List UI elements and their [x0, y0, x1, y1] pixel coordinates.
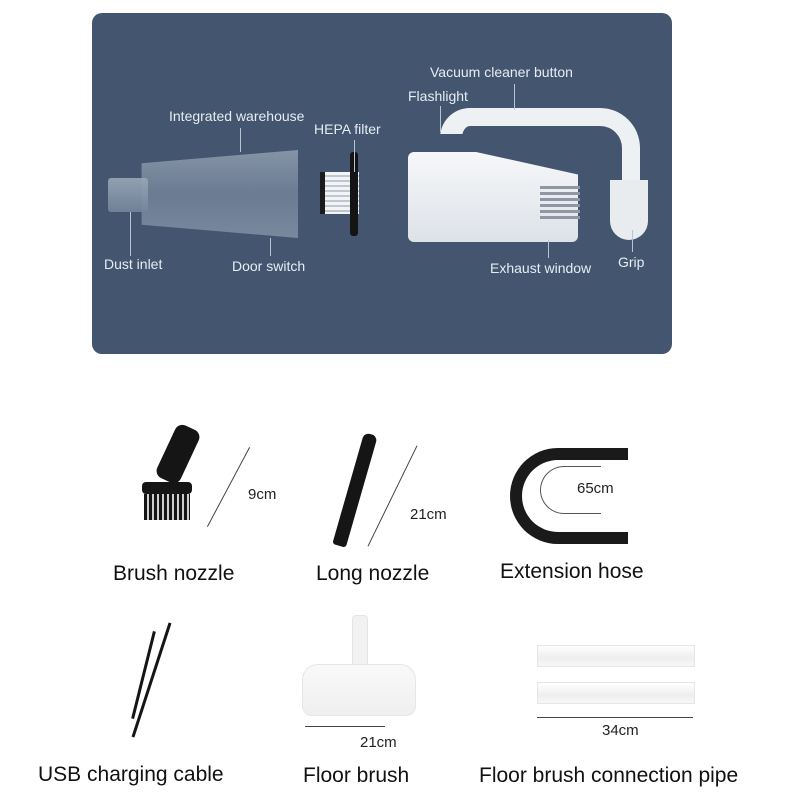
dimension-line: [537, 717, 693, 718]
long-nozzle-label: Long nozzle: [316, 562, 430, 585]
usb-charging-cable-label: USB charging cable: [38, 763, 224, 786]
label-integrated-warehouse: Integrated warehouse: [169, 108, 305, 124]
brush-nozzle-head-image: [142, 482, 192, 494]
label-vacuum-cleaner-button: Vacuum cleaner button: [430, 64, 573, 80]
leader-line: [440, 106, 441, 132]
filter-seal-image: [350, 152, 358, 236]
label-dust-inlet: Dust inlet: [104, 256, 163, 272]
leader-line: [240, 128, 241, 152]
label-flashlight: Flashlight: [408, 88, 468, 104]
brush-bristles-image: [144, 494, 190, 520]
label-hepa-filter: HEPA filter: [314, 121, 381, 137]
brush-nozzle-dimension: 9cm: [248, 486, 277, 503]
dimension-arc: [540, 466, 601, 514]
leader-line: [514, 84, 515, 110]
brush-nozzle-label: Brush nozzle: [113, 562, 235, 585]
floor-brush-image: [302, 664, 416, 716]
exhaust-vents-image: [540, 186, 580, 222]
connection-pipe-image: [537, 682, 695, 704]
leader-line: [130, 212, 131, 256]
label-door-switch: Door switch: [232, 258, 306, 274]
floor-brush-label: Floor brush: [303, 764, 410, 787]
label-exhaust-window: Exhaust window: [490, 260, 592, 276]
leader-line: [354, 140, 355, 172]
floor-brush-neck-image: [352, 615, 368, 667]
connection-pipe-dimension: 34cm: [602, 722, 639, 739]
label-grip: Grip: [618, 254, 645, 270]
dimension-line: [305, 726, 385, 727]
extension-hose-dimension: 65cm: [577, 480, 614, 497]
leader-line: [270, 238, 271, 256]
connection-pipe-image: [537, 645, 695, 667]
floor-brush-connection-pipe-label: Floor brush connection pipe: [479, 764, 739, 787]
brush-nozzle-image: [153, 422, 203, 486]
long-nozzle-dimension: 21cm: [410, 506, 447, 523]
dust-canister-image: [141, 150, 298, 238]
leader-line: [632, 230, 633, 252]
extension-hose-label: Extension hose: [500, 560, 644, 583]
dimension-line: [206, 447, 251, 527]
leader-line: [548, 240, 549, 258]
grip-image: [610, 180, 648, 240]
dimension-line: [367, 445, 418, 547]
floor-brush-dimension: 21cm: [360, 734, 397, 751]
dust-inlet-image: [108, 178, 148, 212]
long-nozzle-image: [332, 432, 378, 548]
